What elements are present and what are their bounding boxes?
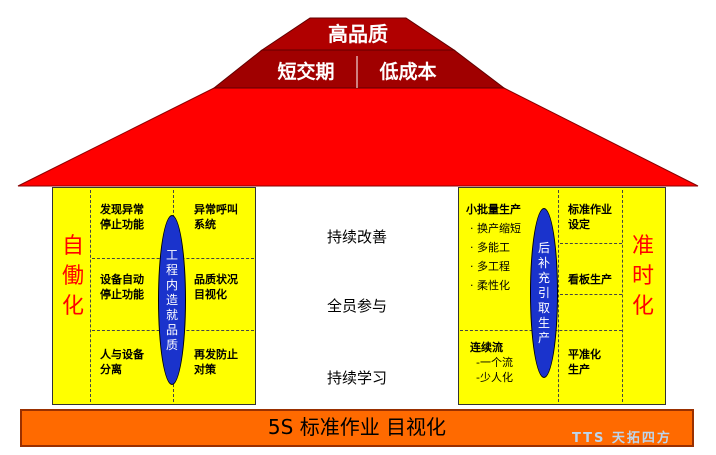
roof-label-left: 短交期 [277,61,335,83]
left-ellipse: 工程内造就品质 [158,215,186,385]
left-item: 品质状况 目视化 [194,272,238,302]
left-side-label-text: 自働化 [61,234,84,319]
left-item: 设备自动 停止功能 [100,272,144,302]
right-item: 看板生产 [568,272,612,287]
left-item-line: 人与设备 [100,348,144,361]
center-item: 持续学习 [326,369,387,387]
right-item-line: 生产 [568,363,590,376]
divider [90,190,91,402]
left-item: 再发防止 对策 [194,347,238,377]
left-item-line: 异常呼叫 [194,203,238,216]
right-side-label-text: 准时化 [631,234,654,319]
watermark: TTS 天拓四方 [572,431,672,446]
foundation: 5S 标准作业 目视化 [20,409,694,447]
center-item: 持续改善 [326,228,387,246]
divider [558,190,559,402]
left-item-line: 对策 [194,363,216,376]
center-item: 全员参与 [326,297,387,315]
left-item-line: 设备自动 [100,273,144,286]
right-left-block: 小批量生产 · 换产缩短 · 多能工 · 多工程 · 柔性化 [466,202,521,295]
left-item-line: 目视化 [194,288,227,301]
right-ellipse-label: 后补充引取生产 [537,240,550,345]
right-bullet: · 多能工 [470,241,510,254]
right-item-title: 小批量生产 [466,203,521,216]
left-side-label: 自働化 [58,232,88,322]
foundation-label: 5S 标准作业 目视化 [267,415,447,439]
right-bullet: · 柔性化 [470,279,510,292]
divider [560,243,622,244]
left-item: 人与设备 分离 [100,347,144,377]
right-item: 平准化 生产 [568,347,601,377]
left-item-line: 停止功能 [100,218,144,231]
left-item-line: 再发防止 [194,348,238,361]
right-flow-block: 连续流 -一个流 -少人化 [470,340,513,385]
right-item-line: 标准作业 [568,203,612,216]
right-ellipse: 后补充引取生产 [530,208,558,378]
roof-top-label: 高品质 [328,22,388,46]
left-item-line: 品质状况 [194,273,238,286]
left-ellipse-label: 工程内造就品质 [165,247,178,352]
right-flow-title: 连续流 [470,341,503,354]
right-item-line: 平准化 [568,348,601,361]
right-item-line: 看板生产 [568,273,612,286]
right-item: 标准作业 设定 [568,202,612,232]
right-side-label: 准时化 [628,232,658,322]
roof [17,17,699,187]
right-bullet: · 多工程 [470,260,510,273]
left-item-line: 停止功能 [100,288,144,301]
right-item-line: 设定 [568,218,590,231]
roof-second-tier [212,49,506,89]
roof-label-right: 低成本 [379,61,437,83]
left-item: 异常呼叫 系统 [194,202,238,232]
left-item-line: 系统 [194,218,216,231]
right-flow-bullet: -少人化 [476,371,513,384]
roof-red [17,87,699,187]
left-item-line: 分离 [100,363,122,376]
divider [622,190,623,402]
left-item: 发现异常 停止功能 [100,202,144,232]
right-flow-bullet: -一个流 [476,356,513,369]
right-pillar [458,187,666,405]
divider [560,294,622,295]
right-bullet: · 换产缩短 [470,222,521,235]
left-pillar [52,187,256,405]
left-item-line: 发现异常 [100,203,144,216]
